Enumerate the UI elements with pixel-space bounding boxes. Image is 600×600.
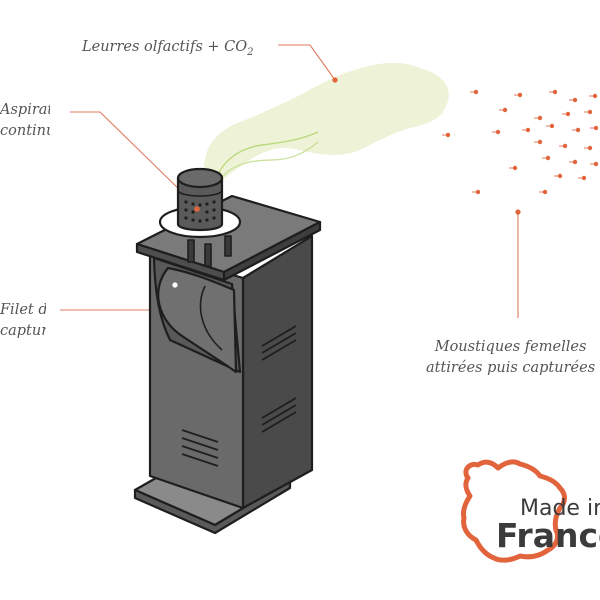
scent-plume (204, 62, 449, 185)
mosquito-icon (569, 97, 578, 103)
mosquito-icon (549, 89, 558, 95)
label-filet-line1: Filet de (0, 302, 46, 318)
mosquito-icon (470, 89, 479, 95)
mosquito-icon (589, 93, 598, 99)
label-mosquitoes: Moustiques femelles attirées puis captur… (426, 337, 595, 379)
mosquito-icon (590, 161, 599, 167)
mosquito-icon (509, 165, 518, 171)
mosquito-icon (572, 127, 581, 133)
plume-curl-2 (219, 141, 319, 181)
mosquito-icon (569, 159, 578, 165)
mosquito-icon (578, 175, 587, 181)
label-lures-main: Leurres olfactifs + CO (82, 39, 248, 55)
label-filet-line2: capture (0, 323, 46, 339)
mosquito-icon (539, 189, 548, 195)
base-plate-edge (133, 478, 292, 535)
mosquito-icon (584, 145, 593, 151)
mosquito-icon (514, 92, 523, 98)
made-in-france-badge: Made in France (461, 459, 600, 563)
mosquito-icon (542, 155, 551, 161)
flap-light (172, 282, 178, 288)
vents-front (181, 429, 219, 467)
label-mosquitoes-line2: attirées puis capturées (426, 360, 596, 376)
mosquito-icon (584, 109, 593, 115)
mosquito-icon (590, 125, 599, 131)
label-lures-sub: 2 (247, 46, 254, 58)
mosquito-icon (559, 143, 568, 149)
net-flap (157, 266, 238, 374)
leader-lures-dot (332, 77, 338, 83)
mosquito-icon (546, 123, 555, 129)
plume-curl (214, 131, 319, 183)
mosquito-icon (472, 189, 481, 195)
leg-3 (224, 235, 232, 257)
label-aspiration: Aspiration continue (0, 100, 50, 142)
france-map-icon (461, 459, 567, 563)
badge-line2: France (496, 516, 600, 555)
mosquito-icon (562, 111, 571, 117)
leader-lures (278, 44, 336, 81)
mosquito-icon (492, 129, 501, 135)
label-aspiration-line2: continue (0, 123, 50, 139)
mosquito-icon (554, 173, 563, 179)
label-lures: Leurres olfactifs + CO2 (82, 37, 254, 63)
label-filet: Filet de capture (0, 300, 46, 342)
mosquito-icon (442, 132, 451, 138)
body-right (241, 234, 314, 510)
vents-right (261, 325, 297, 433)
mosquito-icon (534, 115, 543, 121)
leader-aspiration (70, 111, 186, 196)
net-flap-inner (199, 285, 223, 351)
label-mosquitoes-line1: Moustiques femelles (434, 339, 587, 355)
leg-1 (187, 239, 195, 263)
mosquito-icon (499, 107, 508, 113)
leg-2 (204, 243, 212, 267)
mosquito-icon (522, 127, 531, 133)
badge-line1: Made in (520, 496, 600, 521)
mosquito-icon (534, 139, 543, 145)
canister-holes (184, 200, 216, 223)
leader-mosquitoes-dot (515, 209, 521, 215)
leader-aspiration-dot (194, 206, 200, 212)
label-aspiration-line1: Aspiration (0, 102, 50, 118)
lid-side-edge (222, 220, 322, 282)
mosquito-swarm (442, 89, 599, 195)
trap-device (133, 167, 322, 535)
canister-band (177, 189, 223, 197)
canister-top (176, 167, 224, 189)
